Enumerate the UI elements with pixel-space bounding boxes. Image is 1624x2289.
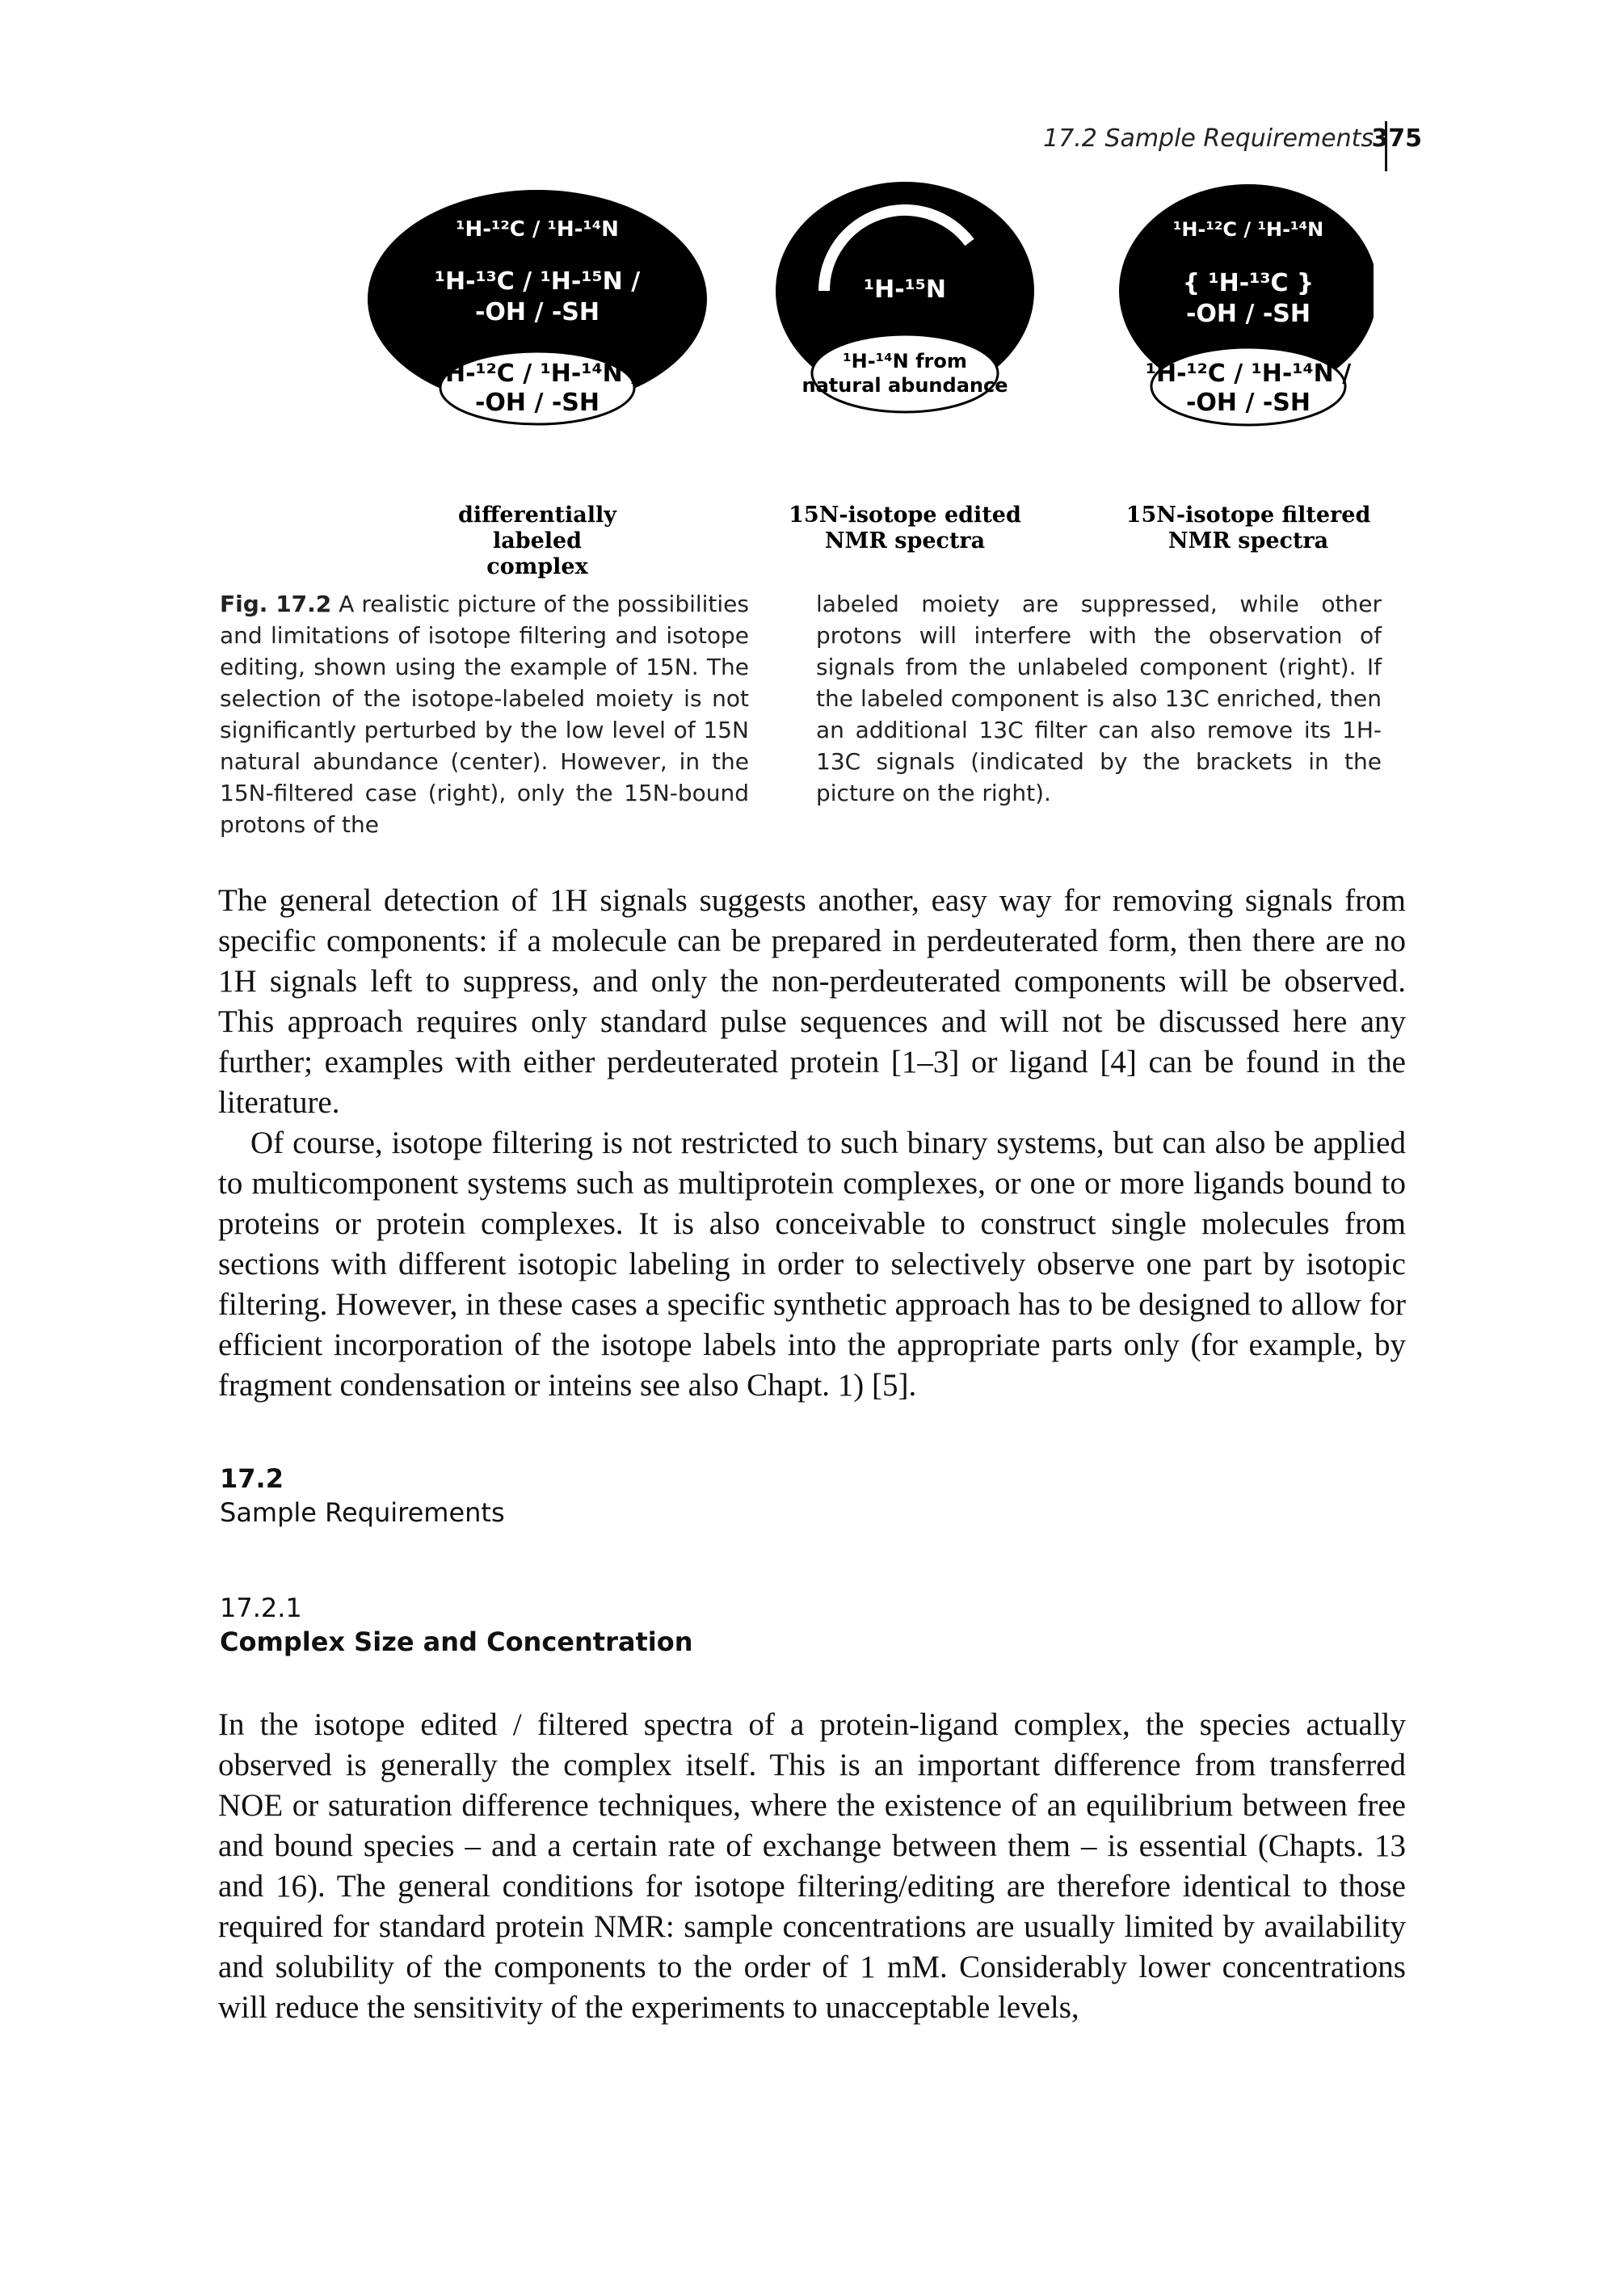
section-title: Sample Requirements <box>220 1497 505 1528</box>
figure-caption-right-text: labeled moiety are suppressed, while oth… <box>816 591 1382 806</box>
figure-diagram: ¹H-¹²C / ¹H-¹⁴N ¹H-¹³C / ¹H-¹⁵N / -OH / … <box>368 182 1374 427</box>
p3-top-label: ¹H-¹²C / ¹H-¹⁴N <box>1173 218 1323 241</box>
ligand-ellipse-2 <box>810 333 999 414</box>
panel-differentially-labeled: ¹H-¹²C / ¹H-¹⁴N ¹H-¹³C / ¹H-¹⁵N / -OH / … <box>368 190 707 426</box>
panel-1-caption-line2: labeled complex <box>486 528 588 579</box>
ligand-ellipse-3 <box>1150 346 1347 427</box>
figure-17-2: ¹H-¹²C / ¹H-¹⁴N ¹H-¹³C / ¹H-¹⁵N / -OH / … <box>242 170 1374 579</box>
panel-3-caption-line2: NMR spectra <box>1168 528 1329 553</box>
paragraph-1: The general detection of 1H signals sugg… <box>218 883 1406 1120</box>
panel-3-caption-line1: 15N-isotope filtered <box>1125 503 1371 528</box>
p3-bot-label-2: -OH / -SH <box>1186 389 1311 417</box>
panel-2-caption-line2: NMR spectra <box>824 528 986 553</box>
running-header-title: 17.2 Sample Requirements <box>1043 124 1374 153</box>
panel-2-caption: 15N-isotope edited NMR spectra <box>776 503 1034 554</box>
p2-mid-label: ¹H-¹⁵N <box>864 276 946 304</box>
figure-caption-right: labeled moiety are suppressed, while oth… <box>816 588 1382 809</box>
p1-bot-label-2: -OH / -SH <box>475 389 600 417</box>
running-header: 17.2 Sample Requirements 375 <box>808 121 1422 171</box>
figure-caption-left: Fig. 17.2 A realistic picture of the pos… <box>220 588 749 840</box>
panel-1-caption-line1: differentially <box>458 503 616 528</box>
paragraph-3: In the isotope edited / filtered spectra… <box>218 1707 1406 2025</box>
p2-bot-label-2: natural abundance <box>802 374 1008 397</box>
panel-isotope-filtered: ¹H-¹²C / ¹H-¹⁴N { ¹H-¹³C } -OH / -SH ¹H-… <box>1119 184 1374 427</box>
p3-bot-label-1: ¹H-¹²C / ¹H-¹⁴N / <box>1146 360 1351 388</box>
p1-mid-label-1: ¹H-¹³C / ¹H-¹⁵N / <box>435 267 640 296</box>
page-number: 375 <box>1371 124 1422 153</box>
complex-ellipse-3 <box>1119 184 1374 398</box>
panel-isotope-edited: ¹H-¹⁵N ¹H-¹⁴N from natural abundance <box>776 182 1034 414</box>
p1-top-label: ¹H-¹²C / ¹H-¹⁴N <box>456 217 619 242</box>
panel-3-caption: 15N-isotope filtered NMR spectra <box>1107 503 1390 554</box>
ligand-ellipse-1 <box>439 350 636 426</box>
p2-bot-label-1: ¹H-¹⁴N from <box>843 350 967 372</box>
panel-1-caption: differentially labeled complex <box>456 503 618 580</box>
p3-mid-label-1: { ¹H-¹³C } <box>1183 269 1315 297</box>
p3-mid-label-2: -OH / -SH <box>1186 300 1311 328</box>
p1-bot-label-1: ¹H-¹²C / ¹H-¹⁴N / <box>435 360 640 388</box>
header-rule <box>1385 121 1387 171</box>
section-number: 17.2 <box>220 1463 284 1494</box>
p1-mid-label-2: -OH / -SH <box>475 298 600 326</box>
paragraph-2: Of course, isotope filtering is not rest… <box>218 1126 1406 1403</box>
highlight-arc <box>818 204 974 292</box>
subsection-number: 17.2.1 <box>220 1593 302 1623</box>
figure-label: Fig. 17.2 <box>220 591 332 617</box>
figure-caption-left-text: A realistic picture of the possibilities… <box>220 591 749 838</box>
panel-2-caption-line1: 15N-isotope edited <box>789 503 1021 528</box>
complex-ellipse-1 <box>368 190 707 408</box>
subsection-title: Complex Size and Concentration <box>220 1626 693 1657</box>
